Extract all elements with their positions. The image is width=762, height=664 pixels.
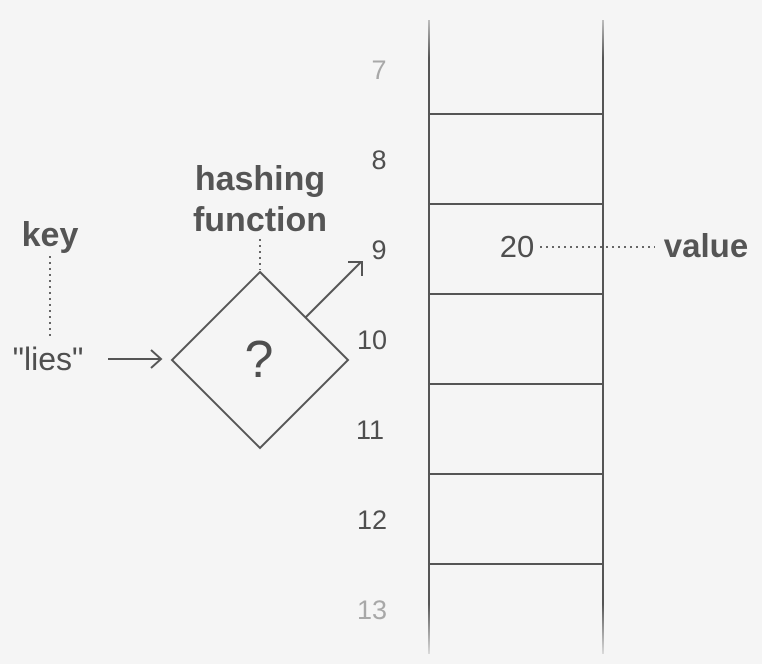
hash-table xyxy=(428,20,604,654)
key-label: key xyxy=(22,216,79,254)
table-bottom-fade xyxy=(420,604,615,664)
index-11: 11 xyxy=(356,415,384,445)
index-7: 7 xyxy=(371,55,386,85)
output-arrow-head xyxy=(348,261,363,276)
index-9: 9 xyxy=(371,235,386,265)
index-13: 13 xyxy=(357,595,387,625)
input-arrow-head xyxy=(150,349,163,369)
table-top-fade xyxy=(420,0,615,58)
hashing-function-label-line-1: hashing xyxy=(195,160,325,198)
hash-table-indices: 7 8 9 10 11 12 13 xyxy=(356,55,387,625)
hashing-function-symbol: ? xyxy=(245,331,274,389)
index-10: 10 xyxy=(357,325,387,355)
hashing-function-diamond xyxy=(170,270,350,450)
key-value: "lies" xyxy=(13,341,84,377)
output-arrow-line xyxy=(304,261,362,319)
hashing-function-label-line-2: function xyxy=(193,201,327,239)
value-label: value xyxy=(664,227,748,264)
index-8: 8 xyxy=(371,145,386,175)
index-12: 12 xyxy=(357,505,387,535)
stored-value: 20 xyxy=(500,229,534,264)
